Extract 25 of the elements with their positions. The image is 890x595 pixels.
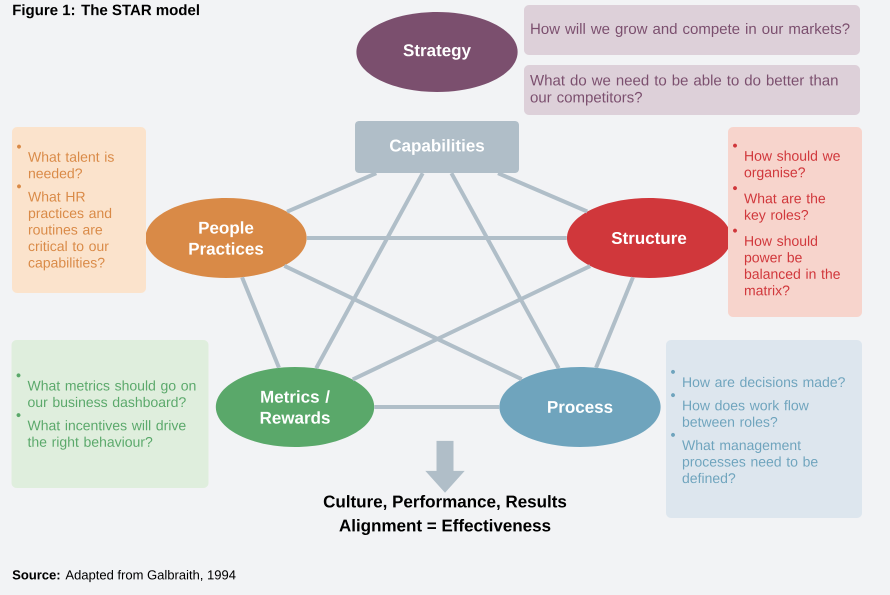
connector-line bbox=[314, 172, 424, 370]
ellipse-node: Process bbox=[499, 367, 661, 447]
connector-line bbox=[374, 405, 500, 409]
connector-line bbox=[306, 236, 567, 240]
source-note: Source: Adapted from Galbraith, 1994 bbox=[12, 570, 236, 582]
outcome-text: Culture, Performance, Results Alignment = Effectiveness bbox=[324, 495, 566, 535]
ellipse-node: Strategy bbox=[356, 12, 518, 92]
connector-line bbox=[286, 171, 378, 214]
question-box: How should we organise? What are the key roles? How should power be balanced in the matrix? bbox=[728, 127, 862, 317]
connector-line bbox=[594, 276, 635, 368]
figure-title: Figure 1: The STAR model bbox=[13, 4, 199, 18]
connector-line bbox=[352, 264, 592, 382]
question-box: How are decisions made? How does work flow between roles? What management processes need to be defined? bbox=[666, 340, 862, 518]
question-box: What talent is needed? What HR practices and routines are critical to our capabilities? bbox=[12, 127, 146, 293]
question-box: What do we need to be able to do better than our competitors? bbox=[524, 65, 860, 115]
connector-line bbox=[497, 171, 588, 214]
connector-line bbox=[450, 172, 560, 370]
connector-line bbox=[283, 264, 523, 381]
ellipse-node: Structure bbox=[566, 198, 732, 278]
question-box: How will we grow and compete in our markets? bbox=[524, 5, 860, 55]
ellipse-node: People Practices bbox=[145, 198, 307, 278]
ellipse-node: Metrics / Rewards bbox=[216, 367, 374, 447]
capabilities-box: Capabilities bbox=[355, 121, 519, 173]
connector-line bbox=[240, 276, 281, 368]
question-box: What metrics should go on our business dashboard? What incentives will drive the right behaviour? bbox=[12, 340, 208, 488]
